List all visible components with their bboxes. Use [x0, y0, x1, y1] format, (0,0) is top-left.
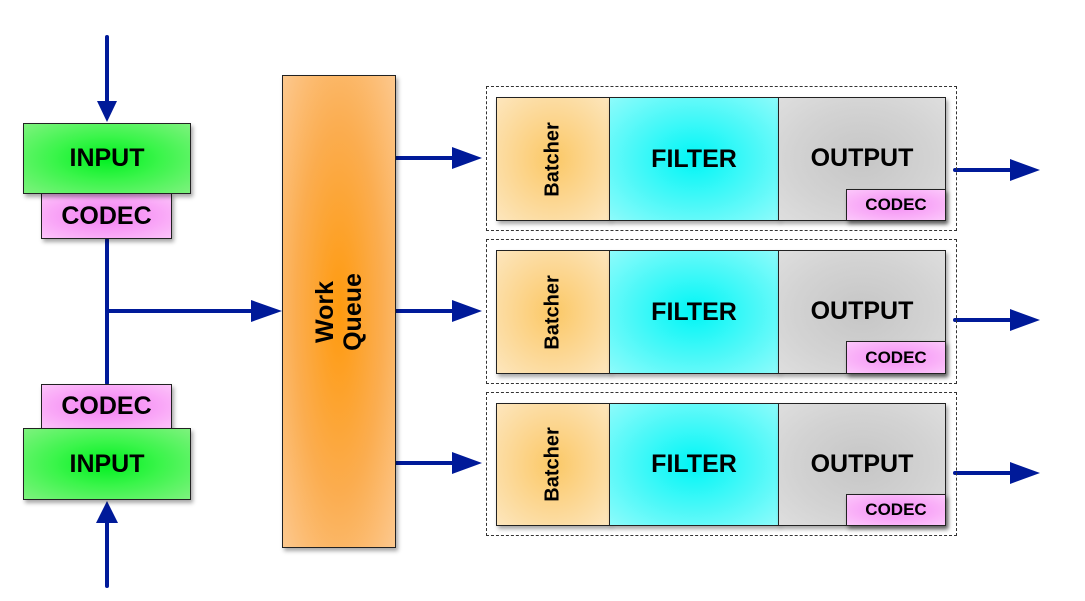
pipeline-1-group: [486, 86, 957, 231]
arrowhead-input-1: [97, 101, 117, 122]
pipeline-3-codec[interactable]: CODEC: [846, 494, 946, 526]
pipeline-2-group: [486, 239, 957, 384]
arrowhead-pipeline-2: [452, 300, 482, 322]
pipeline-3-output-label: OUTPUT: [810, 450, 914, 478]
input-2-label: INPUT: [69, 449, 145, 478]
pipeline-1-codec[interactable]: CODEC: [846, 189, 946, 221]
pipeline-3-filter[interactable]: FILTER: [609, 403, 779, 526]
arrowhead-pipeline-3: [452, 452, 482, 474]
pipeline-1-filter-label: FILTER: [651, 144, 737, 173]
input-1-box[interactable]: INPUT: [23, 123, 191, 194]
pipeline-1-filter[interactable]: FILTER: [609, 97, 779, 221]
input-1-codec[interactable]: CODEC: [41, 193, 172, 239]
arrowhead-queue: [251, 300, 282, 322]
pipeline-3-codec-label: CODEC: [865, 500, 927, 519]
pipeline-2-codec-label: CODEC: [865, 347, 927, 367]
pipeline-1-batcher-label: Batcher: [541, 121, 564, 197]
pipeline-3-filter-label: FILTER: [651, 450, 737, 478]
input-2-box[interactable]: INPUT: [23, 428, 191, 500]
work-queue-label: Work Queue: [311, 273, 367, 351]
pipeline-3-group: [486, 392, 957, 536]
work-queue-label-line1: Work: [310, 280, 339, 343]
work-queue-label-line2: Queue: [338, 272, 367, 351]
pipeline-1-batcher[interactable]: Batcher: [496, 97, 610, 221]
input-1-codec-label: CODEC: [61, 201, 152, 230]
pipeline-1-output-label: OUTPUT: [810, 144, 914, 172]
pipeline-2-codec[interactable]: CODEC: [846, 341, 946, 374]
arrowhead-output-2: [1010, 309, 1040, 331]
pipeline-2-output-label: OUTPUT: [810, 297, 914, 325]
pipeline-2-filter[interactable]: FILTER: [609, 250, 779, 374]
input-2-codec[interactable]: CODEC: [41, 384, 172, 429]
arrowhead-pipeline-1: [452, 147, 482, 169]
input-2-codec-label: CODEC: [61, 392, 152, 420]
pipeline-3-batcher-label: Batcher: [541, 427, 564, 502]
arrowhead-output-3: [1010, 462, 1040, 484]
pipeline-1-codec-label: CODEC: [865, 195, 927, 214]
input-1-label: INPUT: [69, 144, 145, 172]
arrowhead-output-1: [1010, 159, 1040, 181]
pipeline-2-batcher-label: Batcher: [541, 274, 564, 350]
pipeline-3-batcher[interactable]: Batcher: [496, 403, 610, 526]
arrowhead-input-2: [96, 501, 118, 523]
work-queue[interactable]: Work Queue: [282, 75, 396, 548]
pipeline-2-filter-label: FILTER: [651, 297, 737, 326]
pipeline-2-batcher[interactable]: Batcher: [496, 250, 610, 374]
